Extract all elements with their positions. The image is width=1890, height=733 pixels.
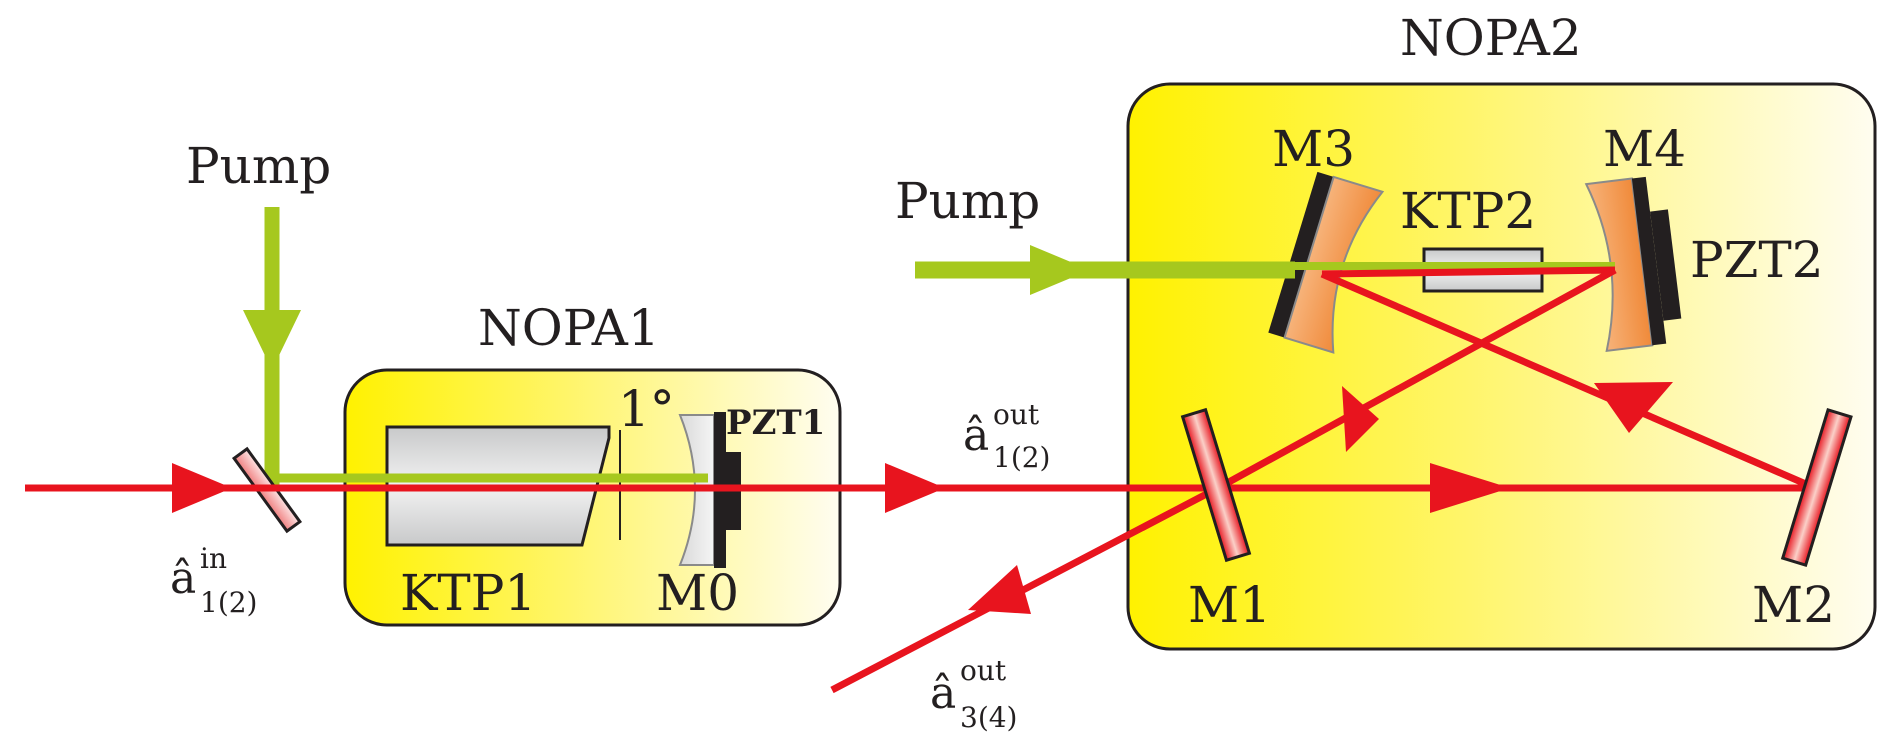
svg-text:in: in (200, 542, 227, 575)
svg-text:1(2): 1(2) (200, 586, 257, 619)
output34-mode-label: â out 3(4) (930, 654, 1017, 733)
ktp2-label: KTP2 (1400, 182, 1536, 240)
pzt1-label: PZT1 (726, 403, 825, 443)
ktp1-label: KTP1 (400, 564, 536, 622)
svg-text:out: out (960, 654, 1007, 687)
nopa2-label: NOPA2 (1400, 9, 1582, 67)
m4-label: M4 (1603, 120, 1686, 178)
svg-text:â: â (170, 553, 196, 604)
m1-label: M1 (1188, 576, 1271, 634)
nopa1-label: NOPA1 (478, 299, 660, 357)
m0-label: M0 (656, 564, 739, 622)
pump-label-left: Pump (186, 137, 331, 195)
svg-text:â: â (930, 668, 956, 719)
pzt2-label: PZT2 (1690, 231, 1824, 289)
nopa2-box (1126, 82, 1877, 651)
svg-text:â: â (963, 410, 989, 461)
svg-text:out: out (993, 398, 1040, 431)
m3-label: M3 (1272, 120, 1355, 178)
m2-mirror (1780, 407, 1853, 567)
beam-arrows (172, 382, 1673, 614)
svg-text:1(2): 1(2) (993, 441, 1050, 474)
input-mode-label: â in 1(2) (170, 542, 257, 619)
m2-label: M2 (1752, 576, 1835, 634)
output12-mode-label: â out 1(2) (963, 398, 1050, 474)
pump-beam-left (243, 207, 708, 485)
m4-mirror (1584, 176, 1682, 353)
angle-label: 1° (618, 380, 675, 438)
pump-beam-right (915, 245, 1615, 295)
m1-mirror (1180, 407, 1252, 563)
svg-text:3(4): 3(4) (960, 701, 1017, 733)
pump-label-right: Pump (895, 172, 1040, 230)
